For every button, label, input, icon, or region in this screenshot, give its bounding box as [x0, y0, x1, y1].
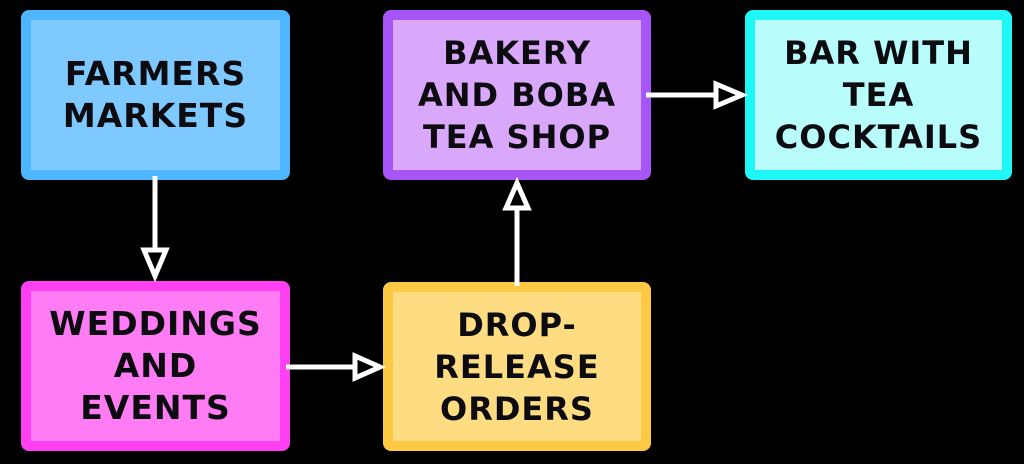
arrow-head-down-icon	[140, 247, 170, 283]
node-label-line: MARKETS	[62, 96, 249, 135]
arrow-farmers-to-weddings	[140, 176, 170, 283]
arrow-head-up-icon	[502, 176, 532, 211]
node-label-line: TEA SHOP	[422, 118, 612, 156]
arrow-head-right-icon	[352, 352, 387, 382]
arrow-drop-to-bakery	[502, 176, 532, 286]
node-label-line: RELEASE	[434, 347, 600, 386]
node-label-line: FARMERS	[64, 54, 247, 93]
node-label-line: DROP-	[457, 305, 577, 344]
arrow-bakery-to-bar	[646, 80, 749, 110]
node-drop-release-orders: DROP- RELEASE ORDERS	[383, 282, 651, 451]
node-bakery-boba-tea-shop: BAKERY AND BOBA TEA SHOP	[383, 10, 651, 180]
node-label-line: TEA	[842, 76, 915, 114]
node-farmers-markets: FARMERS MARKETS	[21, 10, 290, 180]
node-label-line: EVENTS	[80, 388, 231, 427]
arrow-weddings-to-drop	[286, 352, 387, 382]
node-label-line: AND	[113, 346, 198, 385]
node-weddings-and-events: WEDDINGS AND EVENTS	[21, 281, 290, 451]
node-label-line: ORDERS	[440, 389, 594, 428]
node-bar-with-tea-cocktails-inner: BAR WITH TEA COCKTAILS	[755, 20, 1002, 170]
node-farmers-markets-inner: FARMERS MARKETS	[31, 20, 280, 170]
node-label-line: COCKTAILS	[774, 118, 983, 156]
node-label-line: BAKERY	[443, 34, 591, 72]
node-bakery-boba-tea-shop-inner: BAKERY AND BOBA TEA SHOP	[393, 20, 641, 170]
node-label-line: WEDDINGS	[49, 304, 262, 343]
node-weddings-and-events-inner: WEDDINGS AND EVENTS	[31, 291, 280, 441]
node-label-line: BAR WITH	[784, 34, 973, 72]
node-drop-release-orders-inner: DROP- RELEASE ORDERS	[393, 292, 641, 441]
node-label-line: AND BOBA	[418, 76, 616, 114]
node-bar-with-tea-cocktails: BAR WITH TEA COCKTAILS	[745, 10, 1012, 180]
arrow-head-right-icon	[713, 80, 749, 110]
